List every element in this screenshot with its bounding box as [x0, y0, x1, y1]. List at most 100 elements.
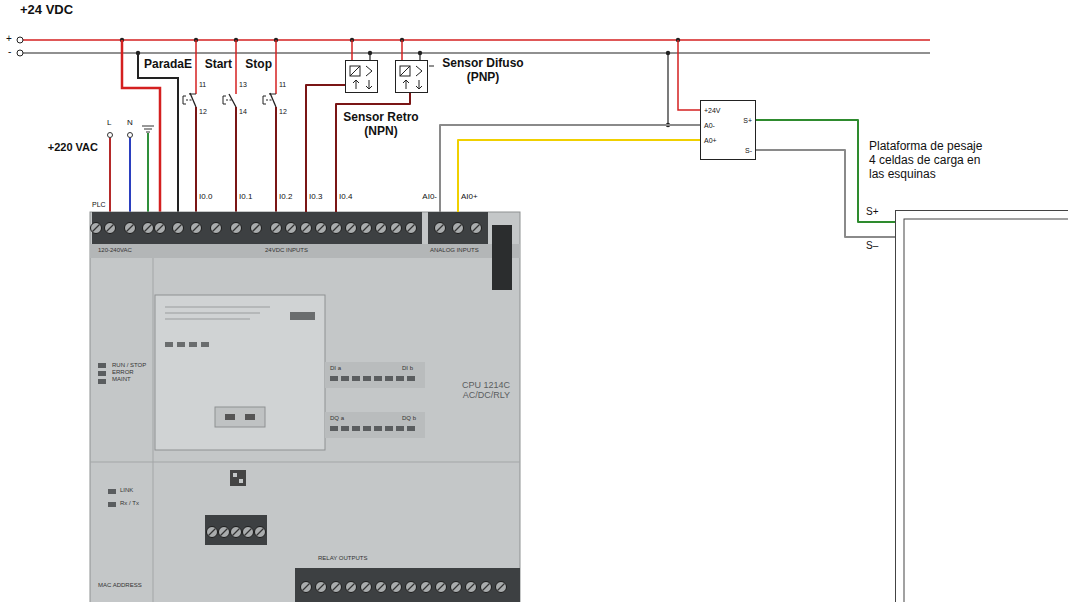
weighing-platform: Plataforma de pesaje 4 celdas de carga e… [895, 210, 1068, 602]
plc-body [436, 582, 447, 593]
transmitter-supply-wire [667, 53, 668, 125]
power-rails [20, 39, 930, 41]
sensor-label: Sensor Retro (NPN) [341, 111, 421, 139]
plc-body [290, 312, 315, 320]
plc-body [165, 342, 173, 347]
plc-body [90, 212, 520, 602]
plc-body [407, 426, 415, 431]
plc-body [91, 223, 102, 234]
plc-marking: DI a [330, 365, 341, 372]
stop-switch [275, 40, 277, 94]
sensor-label: Sensor Difuso (PNP) [437, 57, 529, 85]
plc-body [155, 223, 166, 234]
polarity-label: - [8, 46, 11, 58]
plc-body [346, 223, 357, 234]
plc-body [92, 212, 422, 244]
power-rails [17, 37, 23, 43]
plc-body [295, 568, 520, 602]
plc-body [330, 426, 338, 431]
plc-body [363, 426, 371, 431]
sensor-symbol [400, 66, 410, 76]
power-rails [17, 50, 23, 56]
plc-body [207, 527, 218, 538]
plc-marking: RELAY OUTPUTS [318, 555, 367, 562]
sensor-symbol [400, 66, 410, 76]
plc-body [325, 362, 425, 388]
plc-body [330, 376, 338, 381]
signal-name: I0.3 [309, 192, 322, 201]
plc-body [233, 473, 237, 477]
plc-body [215, 407, 265, 427]
sensor-symbol [350, 66, 360, 76]
plc-body [211, 223, 222, 234]
signal-name: I0.1 [239, 192, 252, 201]
sensor-supply-wire [369, 53, 370, 60]
sensor-symbol [350, 66, 372, 89]
wire [458, 140, 700, 212]
plc-body [243, 527, 254, 538]
terminal-label: A0+ [704, 136, 717, 145]
sensor-symbol [353, 80, 359, 83]
plc-marking: Rx / Tx [120, 500, 139, 507]
model-label: CPU 1214C AC/DC/RLY [450, 380, 510, 401]
plc-marking: 24VDC INPUTS [265, 247, 308, 254]
plc-body [231, 527, 242, 538]
terminal-label: S+ [743, 116, 752, 125]
plc-body [428, 212, 488, 244]
platform-caption: Plataforma de pesaje 4 celdas de carga e… [869, 139, 987, 181]
plc-body [219, 527, 230, 538]
plc-body [385, 426, 393, 431]
plc-body [251, 223, 262, 234]
plc-body [245, 414, 255, 420]
contact-number: 12 [279, 108, 287, 116]
sensor-symbol [350, 66, 360, 76]
start-switch [235, 107, 237, 212]
plc-body [407, 376, 415, 381]
plc-body [385, 376, 393, 381]
mains-wire [108, 133, 113, 138]
plc-body [361, 582, 372, 593]
plc-body [341, 426, 349, 431]
power-rails [17, 37, 930, 56]
plc-marking: ANALOG INPUTS [430, 247, 479, 254]
plc-body [316, 582, 327, 593]
plc-body [108, 502, 116, 507]
plc-body [125, 223, 136, 234]
plc-body [341, 376, 349, 381]
plc-body [331, 582, 342, 593]
plc-body [301, 223, 312, 234]
plc-supply-wire [138, 53, 178, 212]
plc-body [231, 223, 242, 234]
terminal-label: L [107, 118, 111, 127]
plc-body [201, 342, 209, 347]
emergency-stop-switch [195, 107, 197, 212]
terminal-label: PLC [92, 201, 106, 209]
plc-body [363, 376, 371, 381]
sensor-symbol [416, 66, 422, 76]
plc-body [406, 223, 417, 234]
plc-body [376, 582, 387, 593]
sensor-supply-wire [419, 53, 420, 60]
plc-body [391, 223, 402, 234]
plc-body [376, 223, 387, 234]
mains-wire [142, 126, 154, 127]
plc-body [165, 319, 250, 320]
signal-name: AI0+ [461, 192, 478, 201]
stop-switch [263, 96, 266, 104]
plc-body [374, 376, 382, 381]
sensor-symbol [406, 80, 407, 89]
contact-number: 13 [239, 81, 247, 89]
plc-body [230, 470, 246, 486]
plc-body [352, 426, 360, 431]
signal-name: I0.4 [339, 192, 352, 201]
mains-wire [128, 133, 133, 138]
signal-name: I0.2 [279, 192, 292, 201]
supply-label: +24 VDC [20, 3, 73, 18]
mains-wire [129, 138, 131, 213]
plc-body [98, 363, 415, 507]
plc-marking: LINK [120, 487, 133, 494]
plc-body [165, 307, 270, 308]
plc-body [271, 223, 282, 234]
